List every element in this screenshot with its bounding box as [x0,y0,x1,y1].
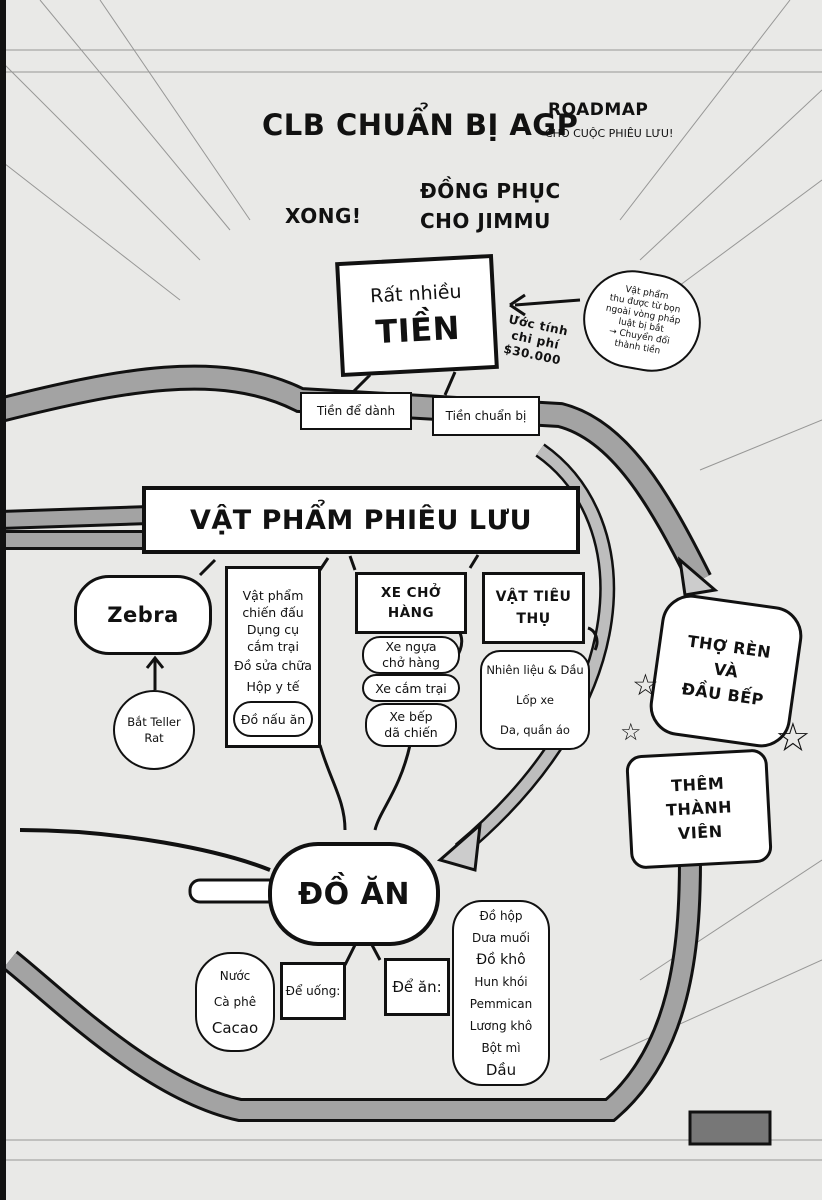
prep-money-box: Tiền chuẩn bị [432,396,540,436]
cookware-item: Đồ nấu ăn [233,701,313,737]
eat-item: Đồ hộp [479,909,523,923]
uniform-label: ĐỒNG PHỤC CHO JIMMU [420,176,561,236]
money-line1: Rất nhiều [369,280,463,307]
speed-lines [0,0,822,1161]
gear-item: cắm trại [247,639,299,654]
consumables-title-line: VẬT TIÊU [495,589,572,605]
eat-item: Dưa muối [472,931,530,945]
done-label: XONG! [285,204,362,228]
wagon-box: XE CHỞ HÀNG [355,572,467,634]
eat-item: Dầu [485,1061,517,1079]
eat-item: Hun khói [474,975,528,989]
consumable-item: Nhiên liệu & Dầu [486,663,584,677]
eat-item: Lương khô [469,1019,533,1033]
gear-item: Hộp y tế [246,679,300,694]
uniform-line: CHO JIMMU [420,209,551,233]
food-pan: ĐỒ ĂN [268,842,440,946]
drink-item: Nước [219,969,251,983]
drink-item: Cacao [211,1019,259,1037]
drinks-label-box: Để uống: [280,962,346,1020]
star-icon: ☆ [632,668,659,703]
zebra-car: Zebra [74,575,212,655]
adventure-items-banner: VẬT PHẨM PHIÊU LƯU [142,486,580,554]
gear-item: Dụng cụ [246,622,300,637]
wagon-item: Xe ngựa chở hàng [362,636,460,674]
savings-box: Tiền để dành [300,392,412,430]
connector-arrows [145,293,599,966]
consumables-list: Nhiên liệu & Dầu Lốp xe Da, quần áo [480,650,590,750]
frying-pan-icon [188,878,282,904]
consumables-box: VẬT TIÊU THỤ [482,572,585,644]
consumables-title-line: THỤ [516,611,551,627]
teller-rat-line: Rat [144,731,164,745]
eat-item: Pemmican [469,997,533,1011]
smith-cook-line: ĐẦU BẾP [680,679,765,710]
page-title: CLB CHUẨN BỊ AGP [262,108,579,142]
wagon-title-line: XE CHỞ [380,585,442,601]
arrow-head [436,821,482,872]
wagon-item-line: Xe bếp [389,709,433,724]
chest-icon [688,1110,772,1146]
wagon-item: Xe cắm trại [362,674,460,702]
add-members-line: VIÊN [677,821,724,844]
eat-item: Đồ khô [476,952,526,968]
roadmap-subtitle: CHO CUỘC PHIÊU LƯU! [545,127,674,140]
wagon-item: Xe bếp dã chiến [365,703,457,747]
wagon-item-line: dã chiến [384,725,438,740]
drinks-list: Nước Cà phê Cacao [195,952,275,1052]
money-box: Rất nhiều TIỀN [335,253,499,378]
add-members-piece: THÊM THÀNH VIÊN [625,748,773,870]
consumable-item: Lốp xe [516,693,554,707]
wagon-item-line: chở hàng [382,655,440,670]
gear-item: Đồ sửa chữa [234,658,312,673]
star-icon: ☆ [775,715,811,761]
roadmap-label: ROADMAP [548,100,649,120]
teller-rat: Bắt Teller Rat [113,690,195,770]
gear-item: Vật phẩm [242,588,304,603]
uniform-line: ĐỒNG PHỤC [420,179,561,203]
smith-cook-line: VÀ [712,659,740,682]
gear-item: chiến đấu [242,605,304,620]
wagon-item-line: Xe ngựa [385,639,437,654]
drink-item: Cà phê [213,995,257,1009]
eats-list: Đồ hộp Dưa muối Đồ khô Hun khói Pemmican… [452,900,550,1086]
eats-label-box: Để ăn: [384,958,450,1016]
add-members-line: THÀNH [665,797,733,820]
wagon-title-line: HÀNG [387,605,435,621]
gear-bag: Vật phẩm chiến đấu Dụng cụ cắm trại Đồ s… [225,566,321,748]
teller-rat-line: Bắt Teller [127,715,181,729]
money-title: TIỀN [374,308,461,351]
eat-item: Bột mì [481,1041,521,1055]
consumable-item: Da, quần áo [500,723,570,737]
add-members-line: THÊM [670,773,725,796]
star-icon: ☆ [620,718,642,746]
